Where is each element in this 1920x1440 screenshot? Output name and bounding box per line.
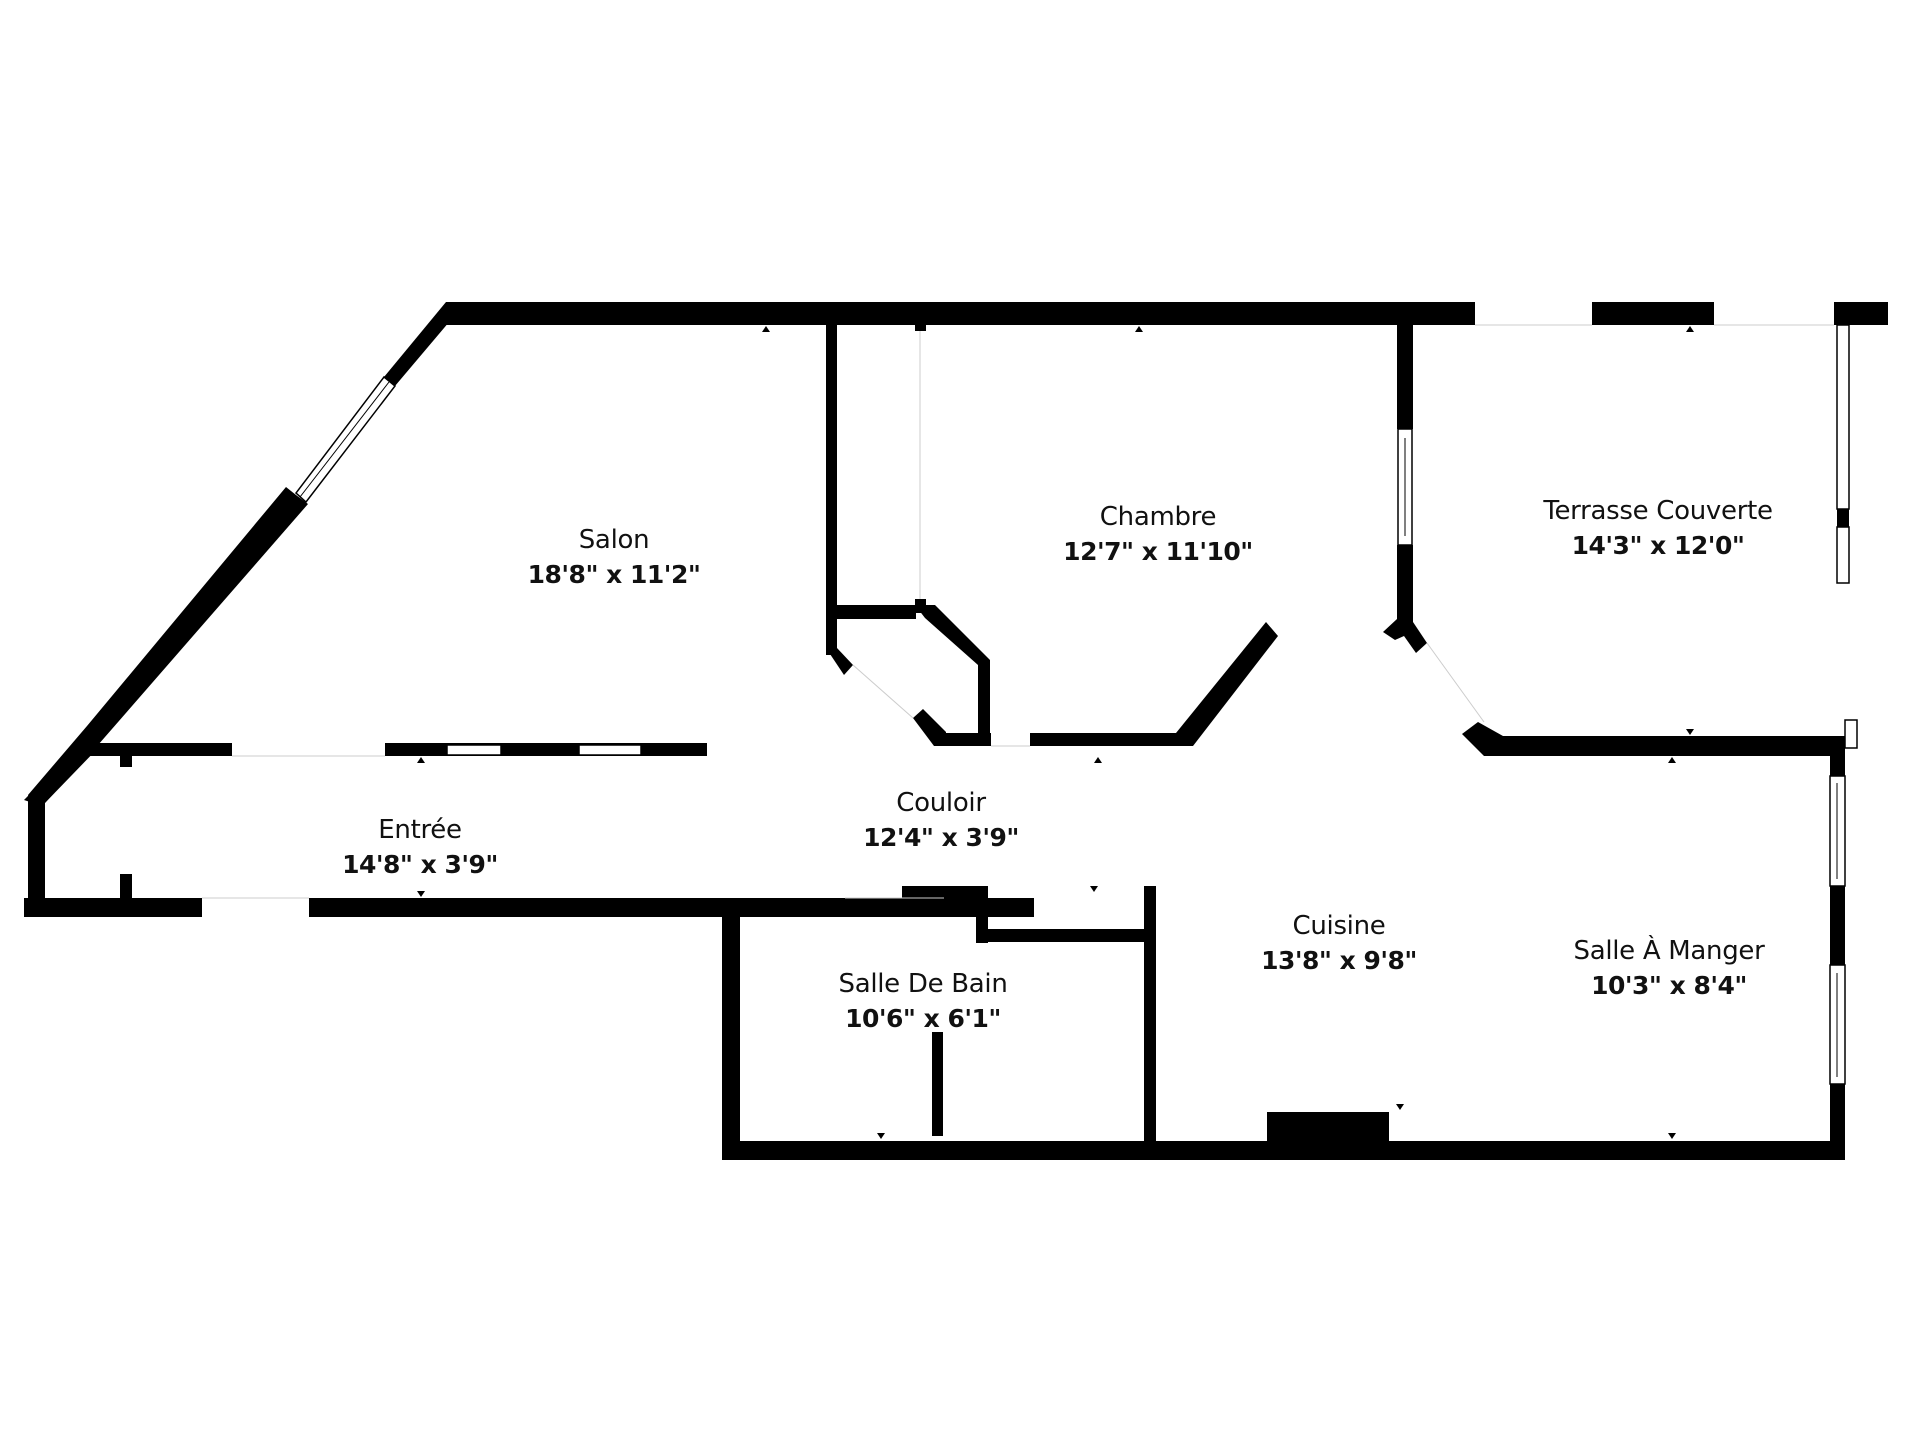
- wall-closet-left: [826, 325, 837, 655]
- wall-entree-outer-chamfer: [24, 737, 100, 806]
- room-name: Cuisine: [1292, 911, 1386, 941]
- wall-chambre-left-jamb-top: [915, 325, 926, 331]
- wall-chambre-bottom-left: [934, 733, 991, 746]
- wall-bottom: [722, 1141, 1845, 1160]
- wall-entree-bottom-right: [309, 898, 1034, 917]
- wall-sdb-right: [1144, 886, 1156, 1160]
- wall-terrasse-right-mid: [1837, 509, 1849, 527]
- wall-closet-shelf: [836, 605, 916, 619]
- room-entree: Entrée 14'8" x 3'9": [342, 813, 498, 883]
- wall-couloir-bottom-mid: [944, 898, 1034, 911]
- wall-divider-chamfer-right: [1404, 622, 1427, 653]
- room-chambre: Chambre 12'7" x 11'10": [1063, 500, 1253, 570]
- wall-dining-right-mid: [1830, 886, 1845, 965]
- room-cuisine: Cuisine 13'8" x 9'8": [1261, 909, 1417, 979]
- room-couloir: Couloir 12'4" x 3'9": [863, 786, 1019, 856]
- wall-sdb-partition: [932, 1032, 943, 1136]
- opening-closet: [852, 664, 914, 719]
- room-name: Entrée: [378, 815, 462, 845]
- wall-dining-right-bottom: [1830, 1084, 1845, 1160]
- room-dimensions: 12'7" x 11'10": [1063, 537, 1253, 566]
- wall-sdb-left: [722, 898, 740, 1160]
- room-salon: Salon 18'8" x 11'2": [528, 523, 701, 593]
- wall-salon-bottom-mid: [385, 743, 707, 756]
- marker-dining-top: [1668, 757, 1676, 763]
- marker-entree-top: [417, 757, 425, 763]
- room-dimensions: 10'3" x 8'4": [1591, 971, 1747, 1000]
- window-terrasse-corner: [1844, 719, 1858, 749]
- wall-sdb-notch-vertical: [976, 886, 988, 943]
- marker-couloir-top: [1094, 757, 1102, 763]
- room-name: Couloir: [896, 788, 986, 818]
- room-salle-de-bain: Salle De Bain 10'6" x 6'1": [839, 967, 1008, 1037]
- room-salle-a-manger: Salle À Manger 10'3" x 8'4": [1573, 934, 1764, 1004]
- marker-entree-bottom: [417, 891, 425, 897]
- wall-terrasse-bottom-chamfer: [1462, 722, 1503, 756]
- room-dimensions: 14'8" x 3'9": [342, 850, 498, 879]
- window-salon-bottom-2: [578, 744, 642, 756]
- measure-markers: [417, 326, 1694, 1139]
- room-name: Chambre: [1099, 502, 1217, 532]
- marker-chambre-top: [1135, 326, 1143, 332]
- wall-sdb-top-right: [902, 886, 987, 899]
- room-dimensions: 13'8" x 9'8": [1261, 946, 1417, 975]
- marker-dining-bottom: [1668, 1133, 1676, 1139]
- kitchen-counter: [1267, 1112, 1389, 1142]
- wall-entree-bottom-left: [24, 898, 202, 917]
- room-dimensions: 18'8" x 11'2": [527, 560, 701, 589]
- wall-entree-left: [28, 795, 45, 898]
- wall-salon-diagonal: [384, 302, 466, 386]
- room-dimensions: 14'3" x 12'0": [1571, 531, 1745, 560]
- windows: [294, 324, 1858, 1085]
- window-terrasse-right-2: [1836, 526, 1850, 584]
- room-dimensions: 12'4" x 3'9": [863, 823, 1019, 852]
- room-name: Salle À Manger: [1573, 936, 1765, 966]
- wall-top-terrasse-left: [1405, 302, 1475, 325]
- wall-sdb-notch-horizontal: [976, 929, 1156, 942]
- opening-terrasse-door: [1426, 642, 1485, 723]
- marker-chambre-bottom: [1135, 737, 1143, 743]
- room-name: Salle De Bain: [838, 969, 1008, 999]
- wall-top-terrasse-right: [1834, 302, 1888, 325]
- marker-sdb-bottom: [877, 1133, 885, 1139]
- marker-terrasse-bottom: [1686, 729, 1694, 735]
- wall-top-terrasse-mid: [1592, 302, 1714, 325]
- wall-terrasse-bottom: [1500, 736, 1845, 756]
- wall-salon-bottom-left: [86, 743, 232, 756]
- room-name: Salon: [578, 525, 650, 555]
- window-terrasse-right-1: [1836, 324, 1850, 510]
- window-salon-bottom-1: [446, 744, 502, 756]
- marker-terrasse-top: [1686, 326, 1694, 332]
- marker-cuisine-bottom: [1396, 1104, 1404, 1110]
- wall-chambre-right-top: [1397, 325, 1413, 429]
- room-terrasse-couverte: Terrasse Couverte 14'3" x 12'0": [1543, 494, 1773, 564]
- wall-chambre-right-bottom: [1397, 545, 1413, 630]
- wall-salon-diagonal-lower: [28, 487, 308, 803]
- wall-chambre-chamfer: [1176, 622, 1278, 746]
- wall-chambre-bottom-right: [1030, 733, 1180, 746]
- wall-closet-lower-diagonal: [826, 648, 853, 675]
- room-name: Terrasse Couverte: [1543, 496, 1773, 526]
- marker-salon-top: [762, 326, 770, 332]
- marker-couloir-bottom: [1090, 886, 1098, 892]
- wall-closet-chamfer: [915, 605, 990, 746]
- marker-sdb-top: [877, 910, 885, 916]
- window-salon-diagonal-pane: [299, 381, 390, 498]
- wall-top-salon-chambre: [446, 302, 1474, 325]
- room-dimensions: 10'6" x 6'1": [845, 1004, 1001, 1033]
- wall-entree-jamb-top: [120, 743, 132, 767]
- openings: [202, 324, 1834, 899]
